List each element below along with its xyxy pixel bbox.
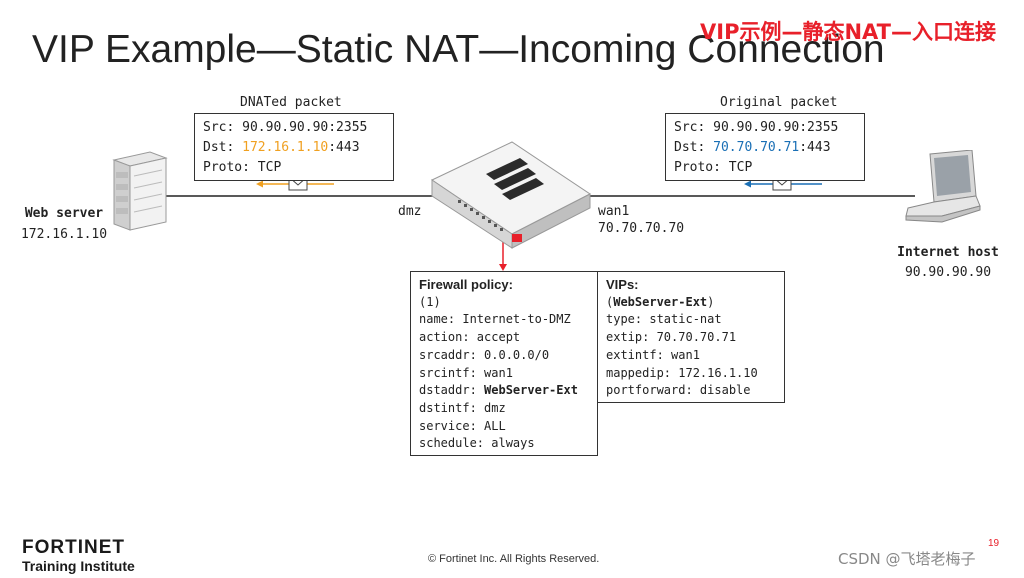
firewall-appliance-icon	[426, 138, 596, 250]
laptop-icon	[902, 150, 982, 230]
dnat-dst-ip: 172.16.1.10	[242, 140, 328, 155]
vip-portforward: portforward: disable	[606, 382, 784, 400]
dnat-dst-row: Dst: 172.16.1.10:443	[203, 138, 393, 158]
fortinet-logo: FORTINET	[22, 537, 125, 559]
internet-host-ip: 90.90.90.90	[888, 265, 1008, 280]
original-proto-row: Proto: TCP	[674, 158, 864, 178]
wan1-interface-label: wan1	[598, 204, 629, 219]
vip-name: WebServer-Ext	[613, 295, 707, 309]
policy-dstaddr: dstaddr: WebServer-Ext	[419, 382, 597, 400]
web-server-label: Web server	[14, 206, 114, 221]
policy-pointer-arrowhead	[499, 264, 507, 271]
dnat-proto-row: Proto: TCP	[203, 158, 393, 178]
original-arrowhead	[744, 181, 751, 188]
vip-name-row: (WebServer-Ext)	[606, 294, 784, 312]
original-src-value: 90.90.90.90:2355	[713, 120, 838, 135]
policy-service: service: ALL	[419, 418, 597, 436]
dnat-src-row: Src: 90.90.90.90:2355	[203, 118, 393, 138]
dmz-interface-label: dmz	[398, 204, 421, 219]
original-src-row: Src: 90.90.90.90:2355	[674, 118, 864, 138]
firewall-policy-box: Firewall policy: (1) name: Internet-to-D…	[410, 271, 598, 456]
dnat-arrowhead	[256, 181, 263, 188]
copyright-footer: © Fortinet Inc. All Rights Reserved.	[428, 553, 599, 565]
vip-mappedip: mappedip: 172.16.1.10	[606, 365, 784, 383]
original-packet-title: Original packet	[720, 95, 837, 110]
dnat-packet-box: Src: 90.90.90.90:2355 Dst: 172.16.1.10:4…	[194, 113, 394, 181]
vip-extintf: extintf: wan1	[606, 347, 784, 365]
policy-dstintf: dstintf: dmz	[419, 400, 597, 418]
original-packet-box: Src: 90.90.90.90:2355 Dst: 70.70.70.71:4…	[665, 113, 865, 181]
policy-action: action: accept	[419, 329, 597, 347]
vip-type: type: static-nat	[606, 311, 784, 329]
policy-dstaddr-value: WebServer-Ext	[484, 383, 578, 397]
policy-id: (1)	[419, 294, 597, 312]
original-dst-row: Dst: 70.70.70.71:443	[674, 138, 864, 158]
dnat-packet-title: DNATed packet	[240, 95, 342, 110]
web-server-ip: 172.16.1.10	[14, 227, 114, 242]
policy-srcintf: srcintf: wan1	[419, 365, 597, 383]
training-institute-label: Training Institute	[22, 558, 135, 574]
page-number: 19	[988, 538, 999, 549]
internet-host-label: Internet host	[888, 245, 1008, 260]
vip-extip: extip: 70.70.70.71	[606, 329, 784, 347]
firewall-policy-header: Firewall policy:	[419, 276, 597, 294]
server-icon	[108, 150, 168, 232]
watermark: CSDN @飞塔老梅子	[838, 548, 976, 569]
dnat-src-value: 90.90.90.90:2355	[242, 120, 367, 135]
original-dst-ip: 70.70.70.71	[713, 140, 799, 155]
vips-box: VIPs: (WebServer-Ext) type: static-nat e…	[597, 271, 785, 403]
policy-schedule: schedule: always	[419, 435, 597, 453]
vips-header: VIPs:	[606, 276, 784, 294]
wan1-interface-ip: 70.70.70.70	[598, 221, 684, 236]
policy-name: name: Internet-to-DMZ	[419, 311, 597, 329]
policy-srcaddr: srcaddr: 0.0.0.0/0	[419, 347, 597, 365]
